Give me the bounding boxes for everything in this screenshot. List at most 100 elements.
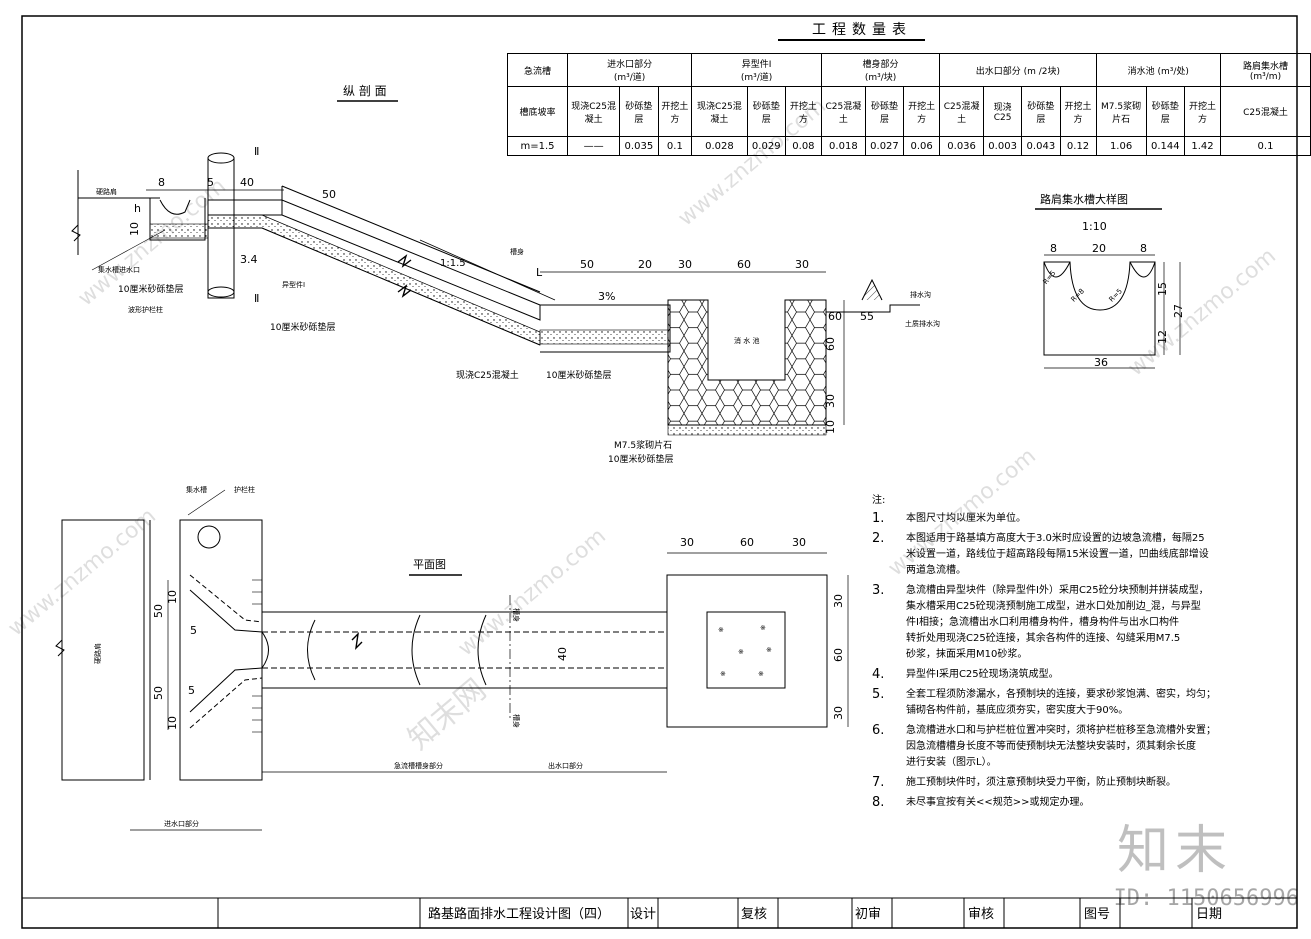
note-number: 4. <box>872 667 885 682</box>
note-number: 6. <box>872 723 885 738</box>
qt-group-1: 进水口部分(m³/道) <box>566 53 693 87</box>
label-shoulder: 硬路肩 <box>96 187 117 196</box>
qt-sub: 开挖土方 <box>903 86 941 137</box>
detail-h12: 12 <box>1156 330 1169 344</box>
qt-cell: 0.029 <box>746 136 786 156</box>
plan-label-collector: 集水槽 <box>186 485 207 494</box>
plan-label-shoulder: 硬路肩 <box>93 643 102 664</box>
qt-cell: 0.018 <box>820 136 866 156</box>
label-inlet: 集水槽进水口 <box>98 265 140 274</box>
note-line: 米设置一道，路线位于超高路段每隔15米设置一道，凹曲线底部增设 <box>906 549 1209 560</box>
note-line: 件Ⅰ相接；急流槽出水口利用槽身构件，槽身构件与出水口构件 <box>906 617 1179 628</box>
qt-cell: 0.1 <box>657 136 693 156</box>
label-special: 异型件Ⅰ <box>282 280 305 289</box>
note-body: 本图适用于路基填方高度大于3.0米时应设置的边坡急流槽，每隔25 米设置一道，路线… <box>906 532 1209 580</box>
qt-sub: 现浇C25混凝土 <box>691 86 748 137</box>
label-ditch: 排水沟 <box>910 290 931 299</box>
collector-ticks <box>252 579 262 733</box>
plan-dim-40: 40 <box>556 647 569 661</box>
label-gravel2: 10厘米砂砾垫层 <box>270 321 335 333</box>
note-number: 8. <box>872 795 885 810</box>
drawing-title: 路基路面排水工程设计图（四） <box>428 906 610 922</box>
note-line: 两道急流槽。 <box>906 565 966 576</box>
svg-text:※: ※ <box>718 626 724 634</box>
label-m75: M7.5浆砌片石 <box>614 439 672 451</box>
qt-cell: 1.06 <box>1095 136 1147 156</box>
note-item: 6. 急流槽进水口和与护栏桩位置冲突时，须将护栏桩移至急流槽外安置； 因急流槽槽身长… <box>872 724 1216 772</box>
dim-5: 5 <box>207 176 214 189</box>
qt-sub: 槽底坡率 <box>507 86 568 137</box>
plan-title: 平面图 <box>413 558 446 571</box>
plan-vdim-50b: 50 <box>152 686 165 700</box>
qt-cell: 0.144 <box>1145 136 1185 156</box>
dim-60: 60 <box>737 258 751 271</box>
tb-date: 日期 <box>1196 907 1222 922</box>
note-item: 7.施工预制块件时，须注意预制块受力平衡，防止预制块断裂。 <box>872 776 1216 792</box>
label-basin: 消 水 池 <box>734 336 759 345</box>
vdim-55: 55 <box>860 310 874 323</box>
qt-group-4: 出水口部分 (m /2块) <box>939 53 1097 87</box>
plan-vdim-10b: 10 <box>166 716 179 730</box>
qt-cell: 0.043 <box>1021 136 1061 156</box>
note-line: 因急流槽槽身长度不等而使预制块无法整块安装时，须其剩余长度 <box>906 741 1196 752</box>
plan-vdim-5b: 5 <box>188 684 195 697</box>
plan-vdim-5: 5 <box>190 624 197 637</box>
image-id: ID: 1150656996 <box>1113 886 1299 911</box>
tb-check: 初审 <box>855 907 881 922</box>
qt-sub: 砂砾垫层 <box>864 86 905 137</box>
svg-text:※: ※ <box>738 648 744 656</box>
qt-sub: C25混凝土 <box>939 86 985 137</box>
notes-list: 1. 本图尺寸均以厘米为单位。 2. 本图适用于路基填方高度大于3.0米时应设置的边坡… <box>872 512 1216 812</box>
label-gravel3: 10厘米砂砾垫层 <box>546 369 611 381</box>
plan-label-guard: 护栏柱 <box>234 485 255 494</box>
note-line: 本图尺寸均以厘米为单位。 <box>906 513 1026 524</box>
note-line: 急流槽进水口和与护栏桩位置冲突时，须将护栏桩移至急流槽外安置； <box>906 725 1216 736</box>
sheet-border <box>21 15 1298 929</box>
note-body: 急流槽进水口和与护栏桩位置冲突时，须将护栏桩移至急流槽外安置； 因急流槽槽身长度不… <box>906 724 1216 772</box>
label-gravel1: 10厘米砂砾垫层 <box>118 283 183 295</box>
label-gravel4: 10厘米砂砾垫层 <box>608 453 673 465</box>
plan-right-30: 30 <box>832 594 845 608</box>
qt-cell: —— <box>566 136 621 156</box>
note-line: 集水槽采用C25砼现浇预制施工成型，进水口处加削边_混，与异型 <box>906 601 1201 612</box>
note-line: 急流槽由异型块件（除异型件Ⅰ外）采用C25砼分块预制并拼装成型， <box>906 585 1209 596</box>
qt-sub: 砂砾垫层 <box>1145 86 1185 137</box>
plan-vdim-10: 10 <box>166 590 179 604</box>
label-slope: 1:1.5 <box>440 258 466 269</box>
dim-h: h <box>134 202 141 215</box>
qt-group-3: 槽身部分(m³/块) <box>820 53 941 87</box>
qt-cell: 0.1 <box>1220 136 1311 156</box>
qt-cell: 0.06 <box>903 136 941 156</box>
plan-right-30b: 30 <box>832 706 845 720</box>
trough-joints <box>307 614 487 686</box>
label-guard: 波形护栏柱 <box>128 305 163 314</box>
plan-top-30: 30 <box>680 536 694 549</box>
note-item: 3.急流槽由异型块件（除异型件Ⅰ外）采用C25砼分块预制并拼装成型，集水槽采用C… <box>872 584 1216 664</box>
note-number: 1. <box>872 511 885 526</box>
plan-outlet-part: 出水口部分 <box>548 761 583 770</box>
dim-L: L <box>536 266 543 279</box>
qt-cell: 0.036 <box>939 136 985 156</box>
note-line: 本图适用于路基填方高度大于3.0米时应设置的边坡急流槽，每隔25 <box>906 533 1205 544</box>
dim-20: 20 <box>638 258 652 271</box>
svg-text:※: ※ <box>758 670 764 678</box>
qt-sub: 砂砾垫层 <box>1021 86 1061 137</box>
note-line: 未尽事宜按有关<<规范>>或规定办理。 <box>906 797 1090 808</box>
qt-group-0: 急流槽 <box>507 53 568 87</box>
vdim-30: 30 <box>824 394 837 408</box>
plan-trough-part: 急流槽槽身部分 <box>394 761 443 770</box>
quantity-table: 急流槽 进水口部分(m³/道) 异型件Ⅰ(m³/道) 槽身部分(m³/块) 出水… <box>507 53 1311 156</box>
plan-seg-1: 槽身 <box>512 608 521 622</box>
dim-8: 8 <box>158 176 165 189</box>
qt-sub: 现浇C25 <box>983 86 1023 137</box>
note-item: 4.异型件Ⅰ采用C25砼现场浇筑成型。 <box>872 668 1216 684</box>
qt-sub: 砂砾垫层 <box>619 86 659 137</box>
note-line: 进行安装（图示L）。 <box>906 757 997 768</box>
note-number: 2. <box>872 531 885 546</box>
note-line: 砂浆，抹面采用M10砂浆。 <box>906 649 1028 660</box>
detail-r8: R=8 <box>1070 287 1086 303</box>
cut-mark-bottom: Ⅱ <box>254 292 259 305</box>
plan-right-60: 60 <box>832 648 845 662</box>
note-line: 全套工程须防渗漏水，各预制块的连接，要求砂浆饱满、密实，均匀； <box>906 689 1216 700</box>
